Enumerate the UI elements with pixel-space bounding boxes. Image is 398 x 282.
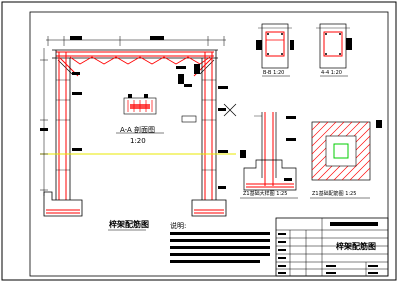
base-detail-title: Z1基础大样图 1:25 [243,191,288,197]
section-aa-title: A-A 剖面图 [120,126,156,134]
title-block-fields [278,233,378,274]
base-detail-elevation [240,112,298,199]
title-block-drawing-name: 梓架配筋图 [336,242,376,251]
section-44-title: 4-4 1:20 [321,70,342,76]
section-bb-title: B-B 1:20 [263,70,285,76]
base-plan-title: Z1基础配筋图 1:25 [312,191,357,197]
notes-label: 说明: [170,222,187,230]
main-drawing-title: 梓架配筋图 [109,220,149,229]
title-block [275,217,389,277]
notes-text-block [170,232,270,263]
base-plan-rebar [310,120,382,199]
section-aa-scale: 1:20 [130,137,146,145]
section-44-detail [316,23,352,77]
sheet-inner-border [29,11,389,277]
section-aa-frame [40,36,237,217]
title-block-company [330,222,378,226]
section-bb-detail [256,23,294,77]
